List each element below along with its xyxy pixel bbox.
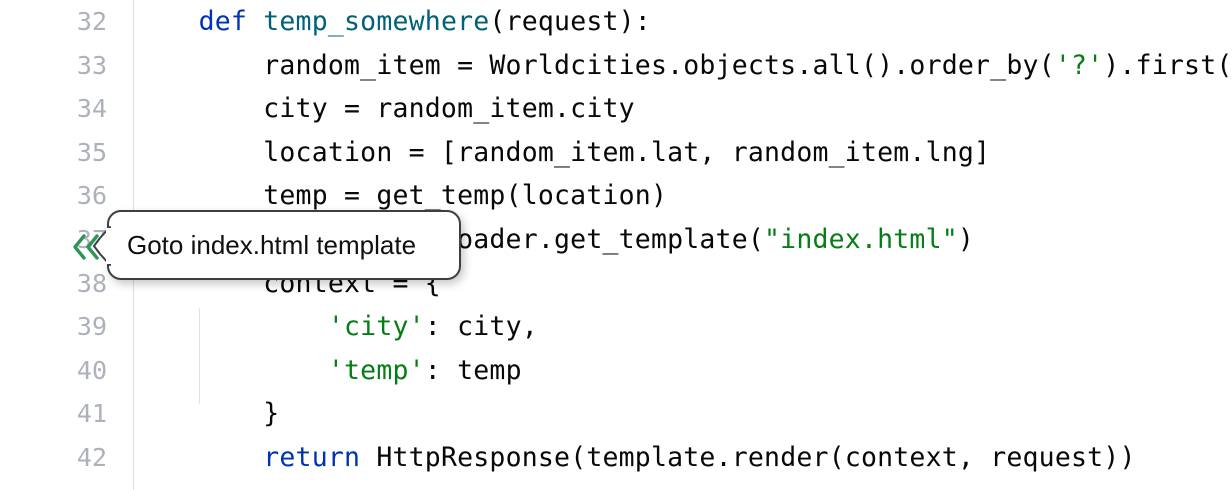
- tooltip-arrow-icon: [93, 226, 111, 266]
- code-line[interactable]: 39 'city': city,: [0, 305, 1232, 349]
- line-text[interactable]: location = [random_item.lat, random_item…: [134, 131, 990, 175]
- code-token: HttpResponse(template.render(context, re…: [360, 441, 1136, 473]
- double-chevron-left-icon[interactable]: [70, 228, 110, 266]
- code-token: "index.html": [764, 223, 958, 255]
- code-line[interactable]: 40 'temp': temp: [0, 349, 1232, 393]
- goto-template-tooltip: Goto index.html template: [93, 210, 461, 280]
- code-line[interactable]: 36 temp = get_temp(location): [0, 174, 1232, 218]
- line-number: 36: [76, 181, 107, 211]
- code-token: temp = get_temp(location): [134, 180, 668, 212]
- line-text[interactable]: def temp_somewhere(request):: [134, 0, 651, 44]
- code-token: }: [134, 398, 280, 430]
- line-text[interactable]: return HttpResponse(template.render(cont…: [134, 436, 1136, 480]
- code-token: [134, 6, 199, 37]
- line-text[interactable]: random_item = Worldcities.objects.all().…: [134, 44, 1232, 88]
- line-number: 35: [76, 137, 107, 167]
- code-token: [134, 355, 328, 386]
- line-number: 39: [76, 312, 107, 342]
- code-token: (request):: [489, 6, 651, 37]
- code-token: : temp: [424, 354, 522, 386]
- line-number: 40: [76, 355, 107, 385]
- code-token: def: [198, 6, 248, 37]
- line-text[interactable]: city = random_item.city: [134, 87, 635, 131]
- code-token: location = [random_item.lat, random_item…: [134, 136, 991, 168]
- line-number: 33: [76, 50, 107, 80]
- line-text[interactable]: 'city': city,: [134, 305, 538, 349]
- code-token: '?': [1054, 49, 1104, 81]
- code-token: city = random_item.city: [134, 93, 635, 125]
- code-token: ).first(): [1103, 49, 1232, 81]
- code-line[interactable]: 42 return HttpResponse(template.render(c…: [0, 436, 1232, 480]
- line-number: 34: [76, 94, 107, 124]
- code-line[interactable]: 33 random_item = Worldcities.objects.all…: [0, 44, 1232, 88]
- code-token: random_item = Worldcities.objects.all().…: [134, 49, 1055, 81]
- line-number: 32: [76, 7, 107, 36]
- code-line[interactable]: 32 def temp_somewhere(request):: [0, 0, 1232, 44]
- code-token: [247, 6, 263, 37]
- code-token: : city,: [424, 311, 538, 343]
- line-number: 42: [76, 442, 107, 472]
- line-text[interactable]: 'temp': temp: [134, 349, 522, 393]
- code-token: temp_somewhere: [263, 6, 490, 37]
- code-token: 'city': [327, 311, 425, 343]
- line-text[interactable]: }: [134, 392, 279, 436]
- code-line[interactable]: 41 }: [0, 392, 1232, 436]
- code-token: 'temp': [327, 354, 425, 386]
- code-line[interactable]: 35 location = [random_item.lat, random_i…: [0, 131, 1232, 175]
- line-text[interactable]: temp = get_temp(location): [134, 174, 667, 218]
- line-number: 38: [76, 268, 107, 298]
- code-token: return: [263, 441, 361, 473]
- double-chevron-left-glyph: [73, 234, 99, 260]
- line-number: 41: [76, 399, 107, 429]
- code-lines[interactable]: 32 def temp_somewhere(request):33 random…: [0, 0, 1232, 480]
- code-token: ): [957, 223, 975, 255]
- code-token: [134, 311, 328, 342]
- tooltip-label: Goto index.html template: [127, 230, 417, 260]
- code-token: [134, 442, 263, 473]
- indent-guide: [199, 308, 200, 404]
- code-line[interactable]: 34 city = random_item.city: [0, 87, 1232, 131]
